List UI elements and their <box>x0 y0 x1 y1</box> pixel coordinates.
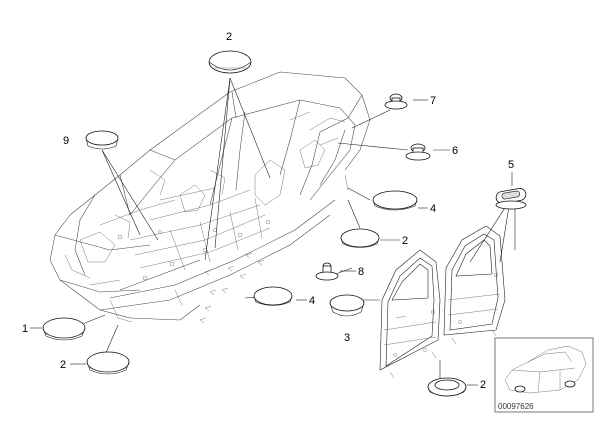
callout-9-left: 9 <box>63 135 69 147</box>
plug-1 <box>42 317 86 341</box>
thumbnail-inset: 00097626 <box>494 337 594 413</box>
grommet-8 <box>315 262 339 281</box>
callout-ticks <box>30 99 513 386</box>
callout-4-right: 4 <box>430 203 436 215</box>
plug-2-left <box>86 351 130 375</box>
floor-arrows <box>199 252 265 324</box>
plug-4-mid <box>253 286 293 306</box>
callout-8: 8 <box>358 266 364 278</box>
plug-9-left <box>85 130 119 150</box>
grommet-6 <box>405 143 431 161</box>
callout-labels: 2 7 9 6 4 2 5 8 4 3 1 2 2 <box>22 31 514 391</box>
car-body-shell <box>49 71 371 323</box>
callout-6: 6 <box>452 145 458 157</box>
callout-2-bottom: 2 <box>480 379 486 391</box>
callout-1: 1 <box>22 323 28 335</box>
plug-3 <box>329 294 365 317</box>
plug-4-right <box>372 190 418 211</box>
callout-4-mid: 4 <box>309 295 315 307</box>
callout-2-mid: 2 <box>402 235 408 247</box>
leader-lines <box>79 77 516 382</box>
front-door <box>379 249 441 379</box>
plug-5 <box>495 188 527 210</box>
plug-2-bottom <box>427 377 467 397</box>
callout-2-top: 2 <box>226 31 232 43</box>
callout-5: 5 <box>508 159 514 171</box>
grommet-7 <box>384 93 408 110</box>
rear-door <box>443 225 506 345</box>
plug-2-mid <box>340 228 380 248</box>
plug-2-top <box>208 50 252 74</box>
callout-2-left: 2 <box>60 359 66 371</box>
part-number: 00097626 <box>498 402 534 411</box>
callout-7: 7 <box>430 95 436 107</box>
callout-3: 3 <box>344 332 350 344</box>
